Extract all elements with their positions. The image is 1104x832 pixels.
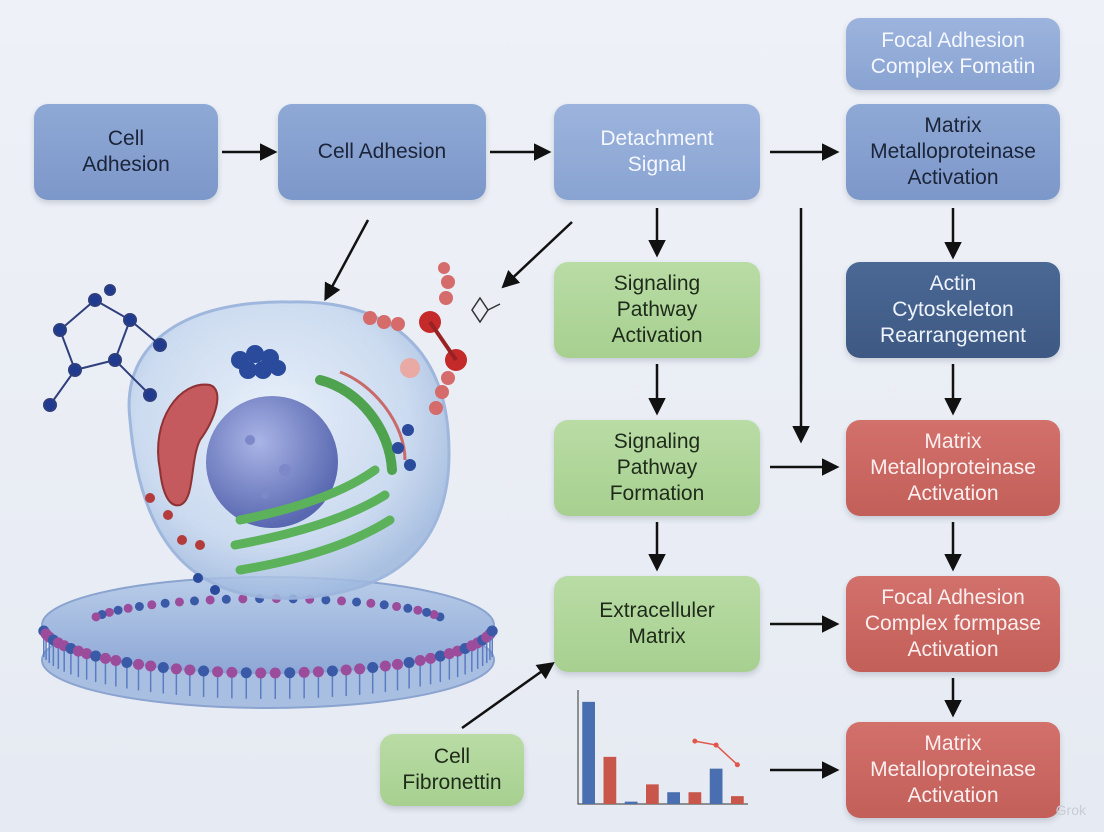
chart-bar — [603, 756, 617, 804]
lipid-head — [391, 658, 403, 670]
lipid-head — [443, 648, 455, 660]
lipid-head — [240, 667, 252, 679]
lipid-head — [238, 594, 248, 604]
arrow-n2-cell — [324, 219, 370, 302]
lipid-head — [413, 605, 423, 615]
lipid-head — [403, 603, 413, 613]
lipid-head — [189, 596, 199, 606]
lipid-head — [133, 658, 145, 670]
lipid-head — [425, 652, 437, 664]
chart-point — [713, 742, 719, 748]
lipid-head — [134, 601, 144, 611]
lipid-head — [403, 656, 415, 668]
node-cell-adhesion-2: Cell Adhesion — [278, 104, 486, 200]
lipid-head — [226, 666, 238, 678]
lipid-head — [123, 603, 133, 613]
node-mmp-activation-2: Matrix Metalloproteinase Activation — [846, 420, 1060, 516]
lipid-head — [326, 665, 338, 677]
lipid-head — [379, 660, 391, 672]
flow-arrows — [222, 143, 962, 779]
node-detachment-signal: Detachment Signal — [554, 104, 760, 200]
lipid-head — [434, 650, 446, 662]
lipid-head — [205, 595, 215, 605]
node-focal-adhesion-activation: Focal Adhesion Complex formpase Activati… — [846, 576, 1060, 672]
chart-bar — [731, 796, 744, 804]
lipid-head — [321, 595, 331, 605]
lipid-head — [174, 597, 184, 607]
lipid-head — [366, 598, 376, 608]
lipid-head — [269, 667, 281, 679]
nucleus-illustration — [206, 396, 338, 528]
chart-bar — [582, 701, 595, 804]
lipid-head — [91, 612, 101, 622]
lipid-head — [255, 667, 267, 679]
node-focal-adhesion-complex: Focal Adhesion Complex Fomatin — [846, 18, 1060, 90]
mini-bar-chart — [577, 690, 748, 805]
lipid-head — [352, 597, 362, 607]
molecule-network-illustration — [43, 284, 167, 412]
lipid-head — [298, 666, 310, 678]
lipid-head — [312, 666, 324, 678]
node-signaling-pathway-activation: Signaling Pathway Activation — [554, 262, 760, 358]
lipid-head — [392, 601, 402, 611]
lipid-head — [121, 656, 133, 668]
lipid-head — [414, 654, 426, 666]
lipid-head — [212, 666, 224, 678]
lipid-bilayer-illustration — [38, 576, 498, 709]
lipid-head — [90, 650, 102, 662]
lipid-head — [110, 654, 122, 666]
lipid-head — [170, 663, 182, 675]
node-mmp-activation-1: Matrix Metalloproteinase Activation — [846, 104, 1060, 200]
lipid-head — [422, 607, 432, 617]
lipid-head — [157, 662, 169, 674]
arrow-n12-n10 — [461, 661, 555, 730]
chart-bar — [667, 792, 680, 804]
lipid-head — [429, 610, 439, 620]
lipid-head — [354, 663, 366, 675]
chart-bar — [624, 801, 638, 804]
cell-illustration — [127, 300, 451, 600]
lipid-head — [113, 605, 123, 615]
lipid-head — [284, 667, 296, 679]
watermark-text: Grok — [1055, 802, 1086, 818]
lipid-head — [99, 652, 111, 664]
lipid-head — [160, 598, 170, 608]
protein-molecule-illustration — [363, 262, 501, 415]
lipid-head — [81, 648, 93, 660]
lipid-head — [221, 594, 231, 604]
lipid-head — [340, 664, 352, 676]
chart-point — [734, 762, 740, 768]
node-actin-cytoskeleton: Actin Cytoskeleton Rearrangement — [846, 262, 1060, 358]
arrow-n3-protein — [501, 221, 573, 289]
lipid-head — [72, 645, 84, 657]
chart-point — [692, 738, 698, 744]
chart-bar — [709, 768, 723, 804]
node-cell-fibronectin: Cell Fibronettin — [380, 734, 524, 806]
lipid-head — [486, 625, 498, 637]
chart-bar — [688, 792, 702, 804]
lipid-head — [104, 607, 114, 617]
lipid-head — [367, 662, 379, 674]
lipid-head — [379, 600, 389, 610]
lipid-head — [145, 660, 157, 672]
node-cell-adhesion-1: Cell Adhesion — [34, 104, 218, 200]
lipid-head — [337, 596, 347, 606]
lipid-head — [198, 665, 210, 677]
node-extracellular-matrix: Extracelluler Matrix — [554, 576, 760, 672]
lipid-head — [184, 664, 196, 676]
chart-bar — [646, 784, 659, 804]
lipid-head — [147, 600, 157, 610]
node-mmp-activation-3: Matrix Metalloproteinase Activation — [846, 722, 1060, 818]
node-signaling-pathway-formation: Signaling Pathway Formation — [554, 420, 760, 516]
